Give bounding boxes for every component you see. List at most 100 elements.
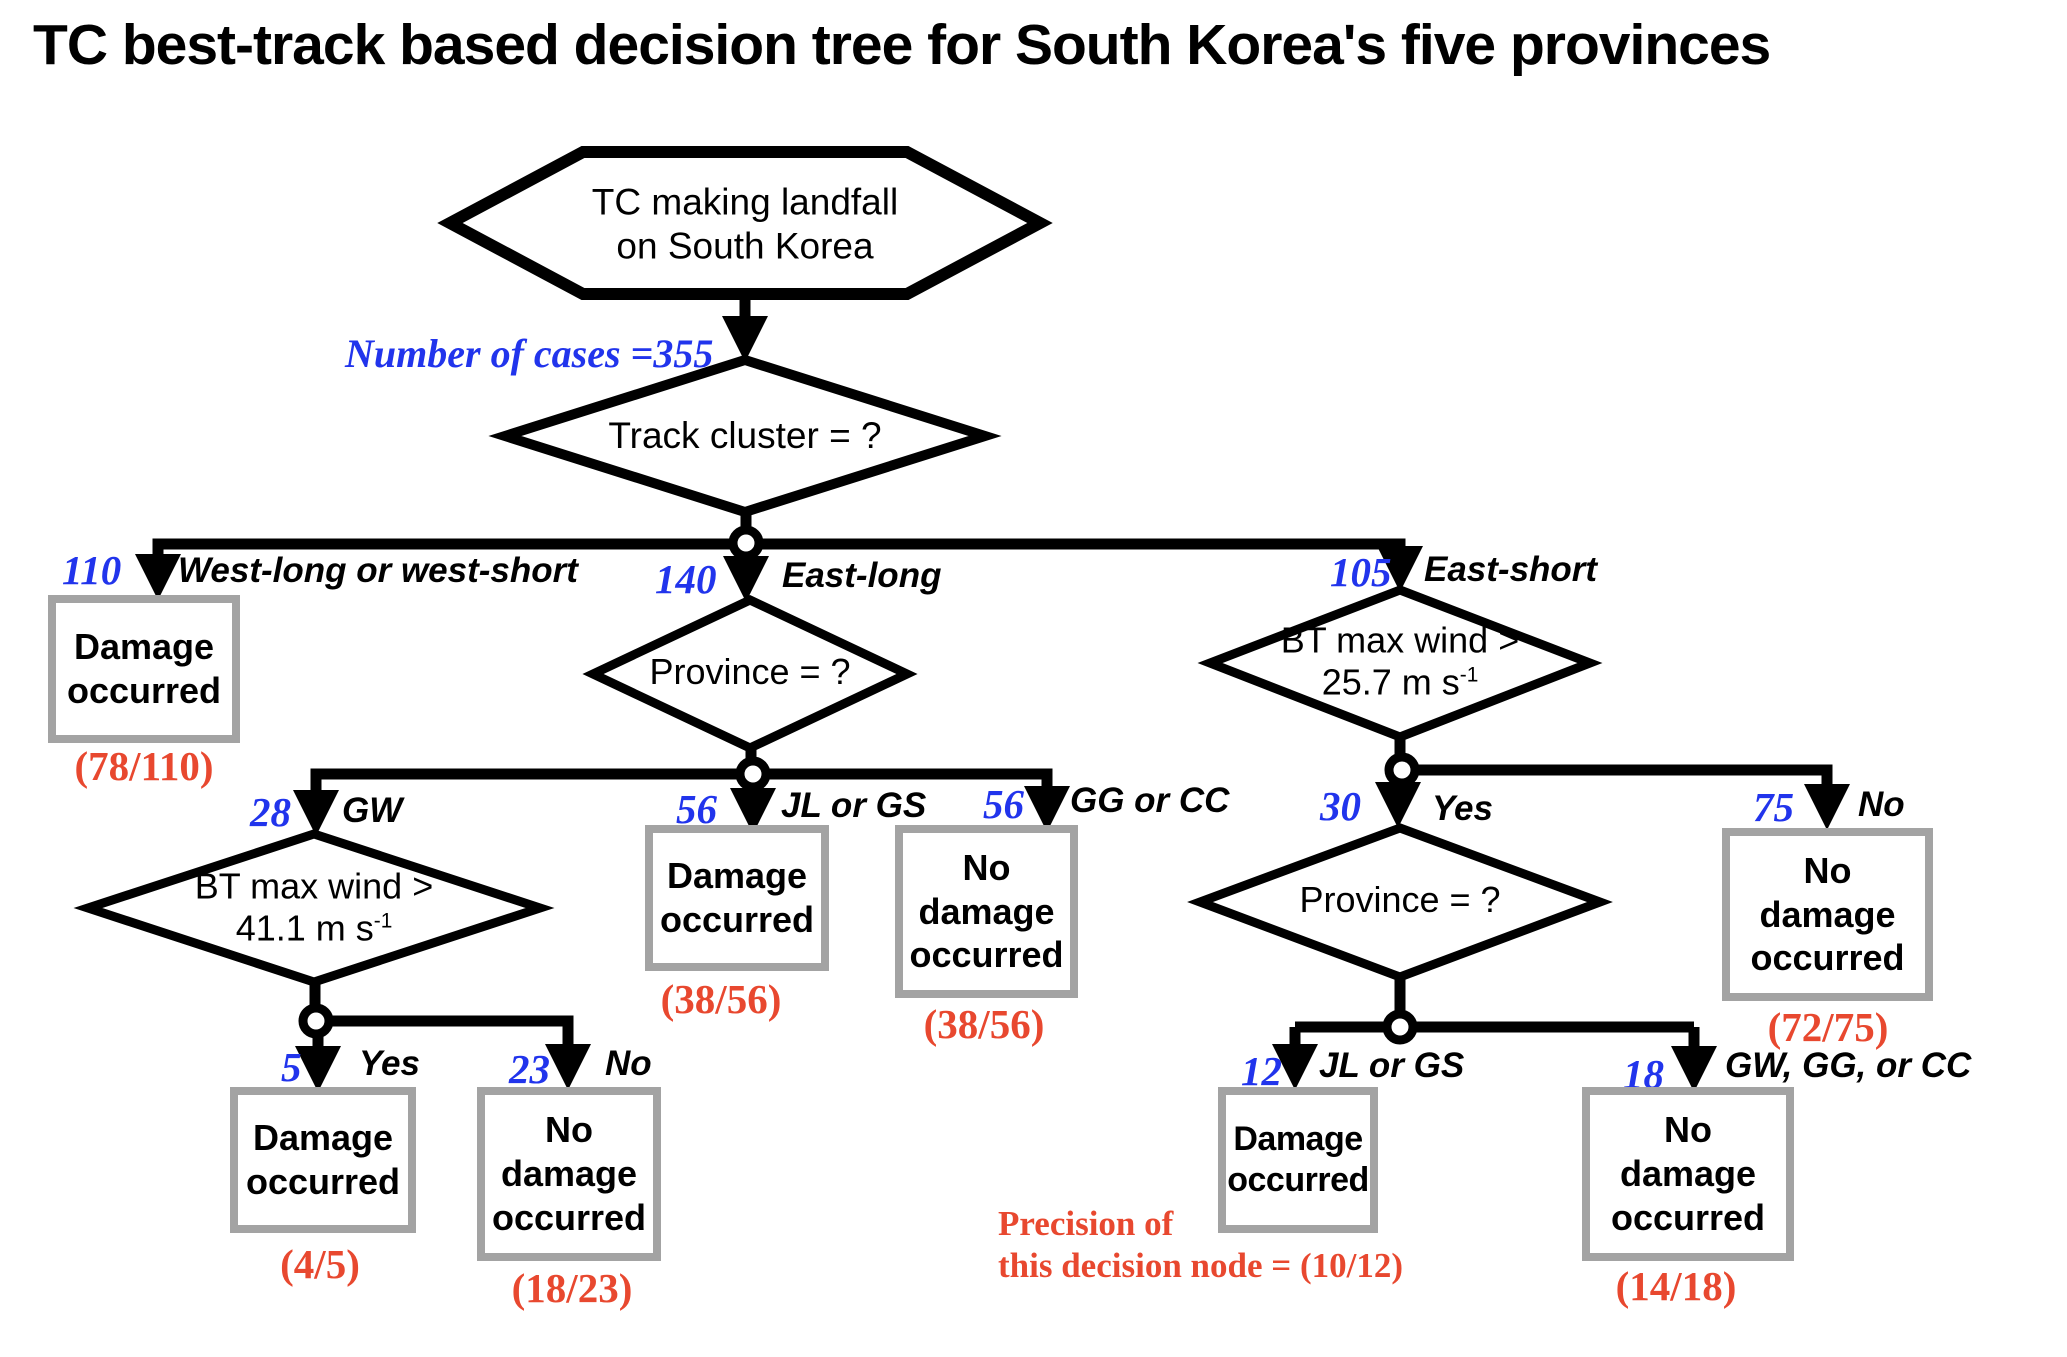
wind257-line2: 25.7 m s-1 [1321, 662, 1479, 703]
wind41-sup: -1 [373, 910, 393, 933]
branch-label-no23: No [605, 1044, 652, 1083]
wind41-branch-line [316, 1015, 574, 1048]
arrowhead-no75 [1804, 784, 1850, 830]
leaf-jl-gs-right-line1: Damage [1233, 1119, 1363, 1158]
leaf-jl-gs-mid-line1: Damage [666, 855, 808, 897]
precision-west: (78/110) [74, 743, 214, 789]
leaf-box-no23: No damage occurred [477, 1087, 661, 1261]
junction-dot-province-mid [735, 756, 771, 792]
root-node-line1: TC making landfall [591, 181, 899, 223]
count-jl-gs-right: 12 [1241, 1048, 1282, 1094]
precision-note-line1: Precision of [998, 1204, 1174, 1243]
precision-jl-gs-mid: (38/56) [660, 976, 782, 1022]
leaf-gw-gg-cc-line2: damage [1619, 1153, 1757, 1195]
branch-label-gw: GW [342, 791, 403, 830]
wind41-line1: BT max wind > [194, 865, 434, 907]
leaf-no23-line2: damage [500, 1153, 638, 1195]
arrowhead-jl-gs-mid [730, 788, 776, 834]
wind257-diamond-shape [1197, 585, 1603, 742]
leaf-no75-line1: No [1803, 849, 1852, 891]
arrowhead-gg-cc [1024, 786, 1070, 832]
leaf-yes5-line2: occurred [245, 1161, 401, 1202]
count-east-long: 140 [655, 556, 717, 602]
precision-yes5: (4/5) [280, 1241, 360, 1287]
count-gg-cc: 56 [983, 781, 1024, 827]
branch-label-east-short: East-short [1424, 550, 1598, 589]
precision-gg-cc: (38/56) [923, 1001, 1045, 1047]
leaf-box-no75: No damage occurred [1722, 828, 1933, 1001]
page-title: TC best-track based decision tree for So… [33, 13, 1771, 77]
arrowhead-east-long [723, 556, 769, 602]
leaf-gw-gg-cc-line3: occurred [1610, 1196, 1766, 1238]
wind257-branch-line [1402, 764, 1833, 788]
leaf-jl-gs-right-line2: occurred [1227, 1161, 1369, 1199]
leaf-box-gw-gg-cc: No damage occurred [1582, 1087, 1794, 1261]
arrowhead-east-short [1377, 546, 1423, 592]
cases-note: Number of cases =355 [345, 331, 714, 376]
precision-note: Precision of this decision node = (10/12… [998, 1203, 1403, 1287]
wind257-line1: BT max wind > [1280, 619, 1520, 661]
leaf-gw-gg-cc-line1: No [1664, 1109, 1712, 1151]
arrowhead-yes5 [295, 1046, 341, 1092]
province-right-label: Province = ? [1299, 878, 1501, 920]
junction-dot-wind257 [1384, 752, 1420, 788]
precision-no23: (18/23) [511, 1265, 633, 1311]
root-node-line2: on South Korea [616, 225, 874, 266]
arrowhead-yes30 [1375, 782, 1421, 828]
wind257-label: BT max wind > 25.7 m s-1 [1281, 620, 1519, 705]
arrowhead-jl-gs-right [1272, 1044, 1318, 1090]
count-east-short: 105 [1330, 549, 1392, 595]
branch-label-west: West-long or west-short [178, 551, 578, 590]
leaf-jl-gs-mid-line2: occurred [659, 899, 815, 940]
province-mid-label: Province = ? [649, 650, 851, 692]
count-no23: 23 [509, 1046, 550, 1092]
root-node-label: TC making landfall on South Korea [592, 180, 898, 267]
leaf-no75-line3: occurred [1750, 937, 1905, 979]
arrowhead-root-to-track [722, 316, 768, 362]
branch-label-yes5: Yes [359, 1044, 420, 1083]
track-cluster-diamond-shape [488, 354, 1002, 518]
arrowhead-west [135, 554, 181, 600]
precision-note-line2: this decision node = (10/12) [998, 1246, 1403, 1285]
province-mid-diamond-shape [582, 595, 918, 753]
leaf-gg-cc-line2: damage [918, 890, 1055, 932]
count-gw: 28 [250, 789, 291, 835]
wind257-sup: -1 [1459, 664, 1479, 687]
leaf-box-jl-gs-right: Damage occurred [1218, 1087, 1378, 1233]
leaf-yes5-line1: Damage [252, 1117, 394, 1159]
branch-label-yes30: Yes [1432, 789, 1493, 828]
leaf-box-jl-gs-mid: Damage occurred [645, 825, 829, 971]
wind41-line2: 41.1 m s-1 [235, 908, 393, 949]
leaf-box-gg-cc: No damage occurred [895, 825, 1078, 998]
branch-label-gg-cc: GG or CC [1070, 781, 1230, 820]
precision-gw-gg-cc: (14/18) [1615, 1263, 1737, 1309]
count-jl-gs-mid: 56 [676, 786, 717, 832]
arrowhead-gw-gg-cc [1671, 1046, 1717, 1092]
arrowhead-gw [293, 790, 339, 836]
root-hexagon-shape [437, 146, 1053, 300]
branch-label-jl-gs-mid: JL or GS [781, 786, 927, 825]
arrowhead-no23 [545, 1044, 591, 1090]
level2-mid-branch-line [310, 768, 1053, 794]
count-yes30: 30 [1320, 783, 1361, 829]
leaf-box-yes5: Damage occurred [230, 1087, 416, 1233]
junction-dot-track [728, 525, 764, 561]
wind41-label: BT max wind > 41.1 m s-1 [195, 866, 433, 951]
track-cluster-label: Track cluster = ? [608, 415, 882, 457]
branch-label-east-long: East-long [782, 556, 942, 595]
leaf-box-west: Damage occurred [48, 595, 240, 743]
leaf-no75-line2: damage [1759, 893, 1896, 935]
precision-no75: (72/75) [1767, 1004, 1889, 1050]
leaf-no23-line3: occurred [491, 1196, 647, 1238]
count-yes5: 5 [281, 1044, 302, 1090]
junction-dot-province-right [1382, 1009, 1418, 1045]
branch-label-gw-gg-cc: GW, GG, or CC [1725, 1046, 1972, 1085]
branch-label-no75: No [1858, 785, 1905, 824]
junction-dot-wind41 [298, 1003, 334, 1039]
wind41-diamond-shape [73, 829, 555, 987]
branch-label-jl-gs-right: JL or GS [1319, 1046, 1465, 1085]
leaf-west-line1: Damage [73, 626, 215, 668]
leaf-gg-cc-line1: No [962, 846, 1011, 888]
